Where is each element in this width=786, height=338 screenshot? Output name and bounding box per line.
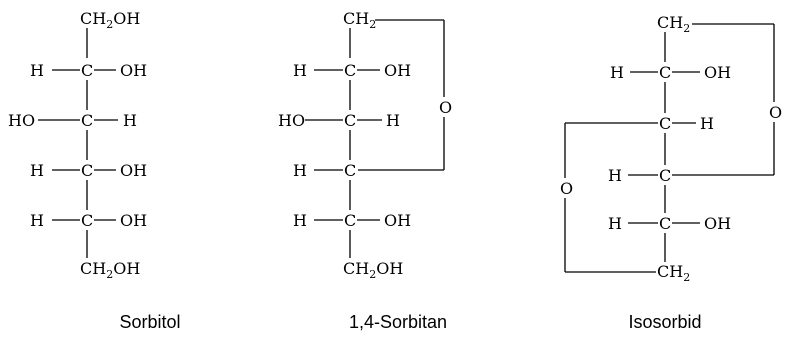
atom-label: H — [610, 63, 624, 82]
caption-sorbitol: Sorbitol — [119, 312, 180, 332]
atom-label: HO — [8, 111, 35, 130]
caption-isosorbid: Isosorbid — [628, 312, 701, 332]
atom-group: CH2OH — [80, 9, 140, 31]
atom-label: OH — [384, 211, 411, 230]
atom-label: C — [659, 114, 671, 133]
sorbitol-structure: CH2OH H C OH HO C H H C OH H C OH CH2OH — [8, 9, 147, 281]
atom-label: OH — [120, 211, 147, 230]
atom-label: H — [293, 61, 307, 80]
atom-label: C — [344, 61, 356, 80]
atom-label: C — [344, 161, 356, 180]
atom-label: H — [30, 211, 44, 230]
atom-group: CH2 — [657, 13, 690, 35]
atom-label: OH — [704, 214, 731, 233]
atom-label: C — [659, 214, 671, 233]
atom-label: C — [344, 211, 356, 230]
atom-label: C — [81, 111, 93, 130]
atom-label: H — [608, 166, 622, 185]
atom-label: C — [81, 211, 93, 230]
atom-label: OH — [704, 63, 731, 82]
ring-oxygen: O — [439, 98, 452, 117]
atom-label: C — [81, 61, 93, 80]
atom-label: H — [123, 111, 137, 130]
atom-group: CH2OH — [343, 259, 403, 281]
atom-label: OH — [384, 61, 411, 80]
atom-label: H — [293, 161, 307, 180]
atom-group: CH2OH — [80, 259, 140, 281]
atom-label: OH — [120, 61, 147, 80]
atom-label: H — [30, 61, 44, 80]
sorbitan-structure: CH2 O H C OH HO C H H C H C OH CH2OH — [278, 9, 452, 281]
atom-label: H — [30, 161, 44, 180]
atom-label: H — [386, 111, 400, 130]
atom-group: CH2 — [343, 9, 376, 31]
caption-sorbitan: 1,4-Sorbitan — [349, 312, 447, 332]
ring-oxygen: O — [769, 103, 782, 122]
atom-label: C — [344, 111, 356, 130]
atom-label: H — [700, 114, 714, 133]
isosorbid-structure: CH2 O H C OH C H O H C H C OH CH2 — [560, 13, 782, 284]
atom-label: HO — [278, 111, 305, 130]
atom-label: H — [293, 211, 307, 230]
atom-label: OH — [120, 161, 147, 180]
atom-label: C — [81, 161, 93, 180]
atom-label: C — [659, 166, 671, 185]
atom-group: CH2 — [657, 262, 690, 284]
ring-oxygen: O — [560, 179, 573, 198]
atom-label: H — [608, 214, 622, 233]
atom-label: C — [659, 63, 671, 82]
